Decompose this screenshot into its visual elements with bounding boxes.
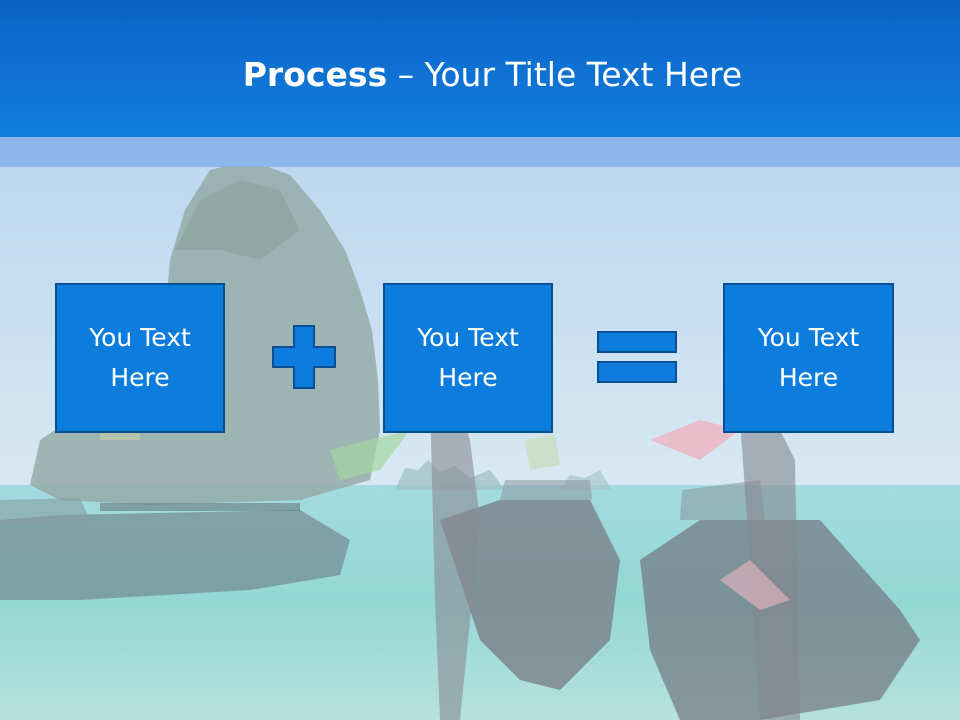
process-box-3-line2: Here — [778, 363, 839, 392]
plus-icon — [272, 325, 336, 389]
process-box-3[interactable]: You Text Here — [723, 283, 894, 433]
process-box-1-line1: You Text — [89, 323, 191, 352]
process-box-2-text: You Text Here — [417, 318, 519, 398]
process-box-1[interactable]: You Text Here — [55, 283, 225, 433]
process-box-2-line1: You Text — [417, 323, 519, 352]
title-bold: Process — [242, 55, 388, 94]
process-box-3-text: You Text Here — [758, 318, 860, 398]
slide-title: Process – Your Title Text Here — [0, 52, 960, 98]
process-box-1-text: You Text Here — [89, 318, 191, 398]
process-box-2-line2: Here — [438, 363, 498, 392]
title-bar — [0, 0, 960, 137]
equals-icon — [597, 331, 677, 383]
title-text: – Your Title Text Here — [387, 55, 743, 94]
title-bar-strip — [0, 137, 960, 167]
process-box-2[interactable]: You Text Here — [383, 283, 553, 433]
process-box-3-line1: You Text — [757, 323, 860, 352]
process-box-1-line2: Here — [110, 363, 170, 392]
